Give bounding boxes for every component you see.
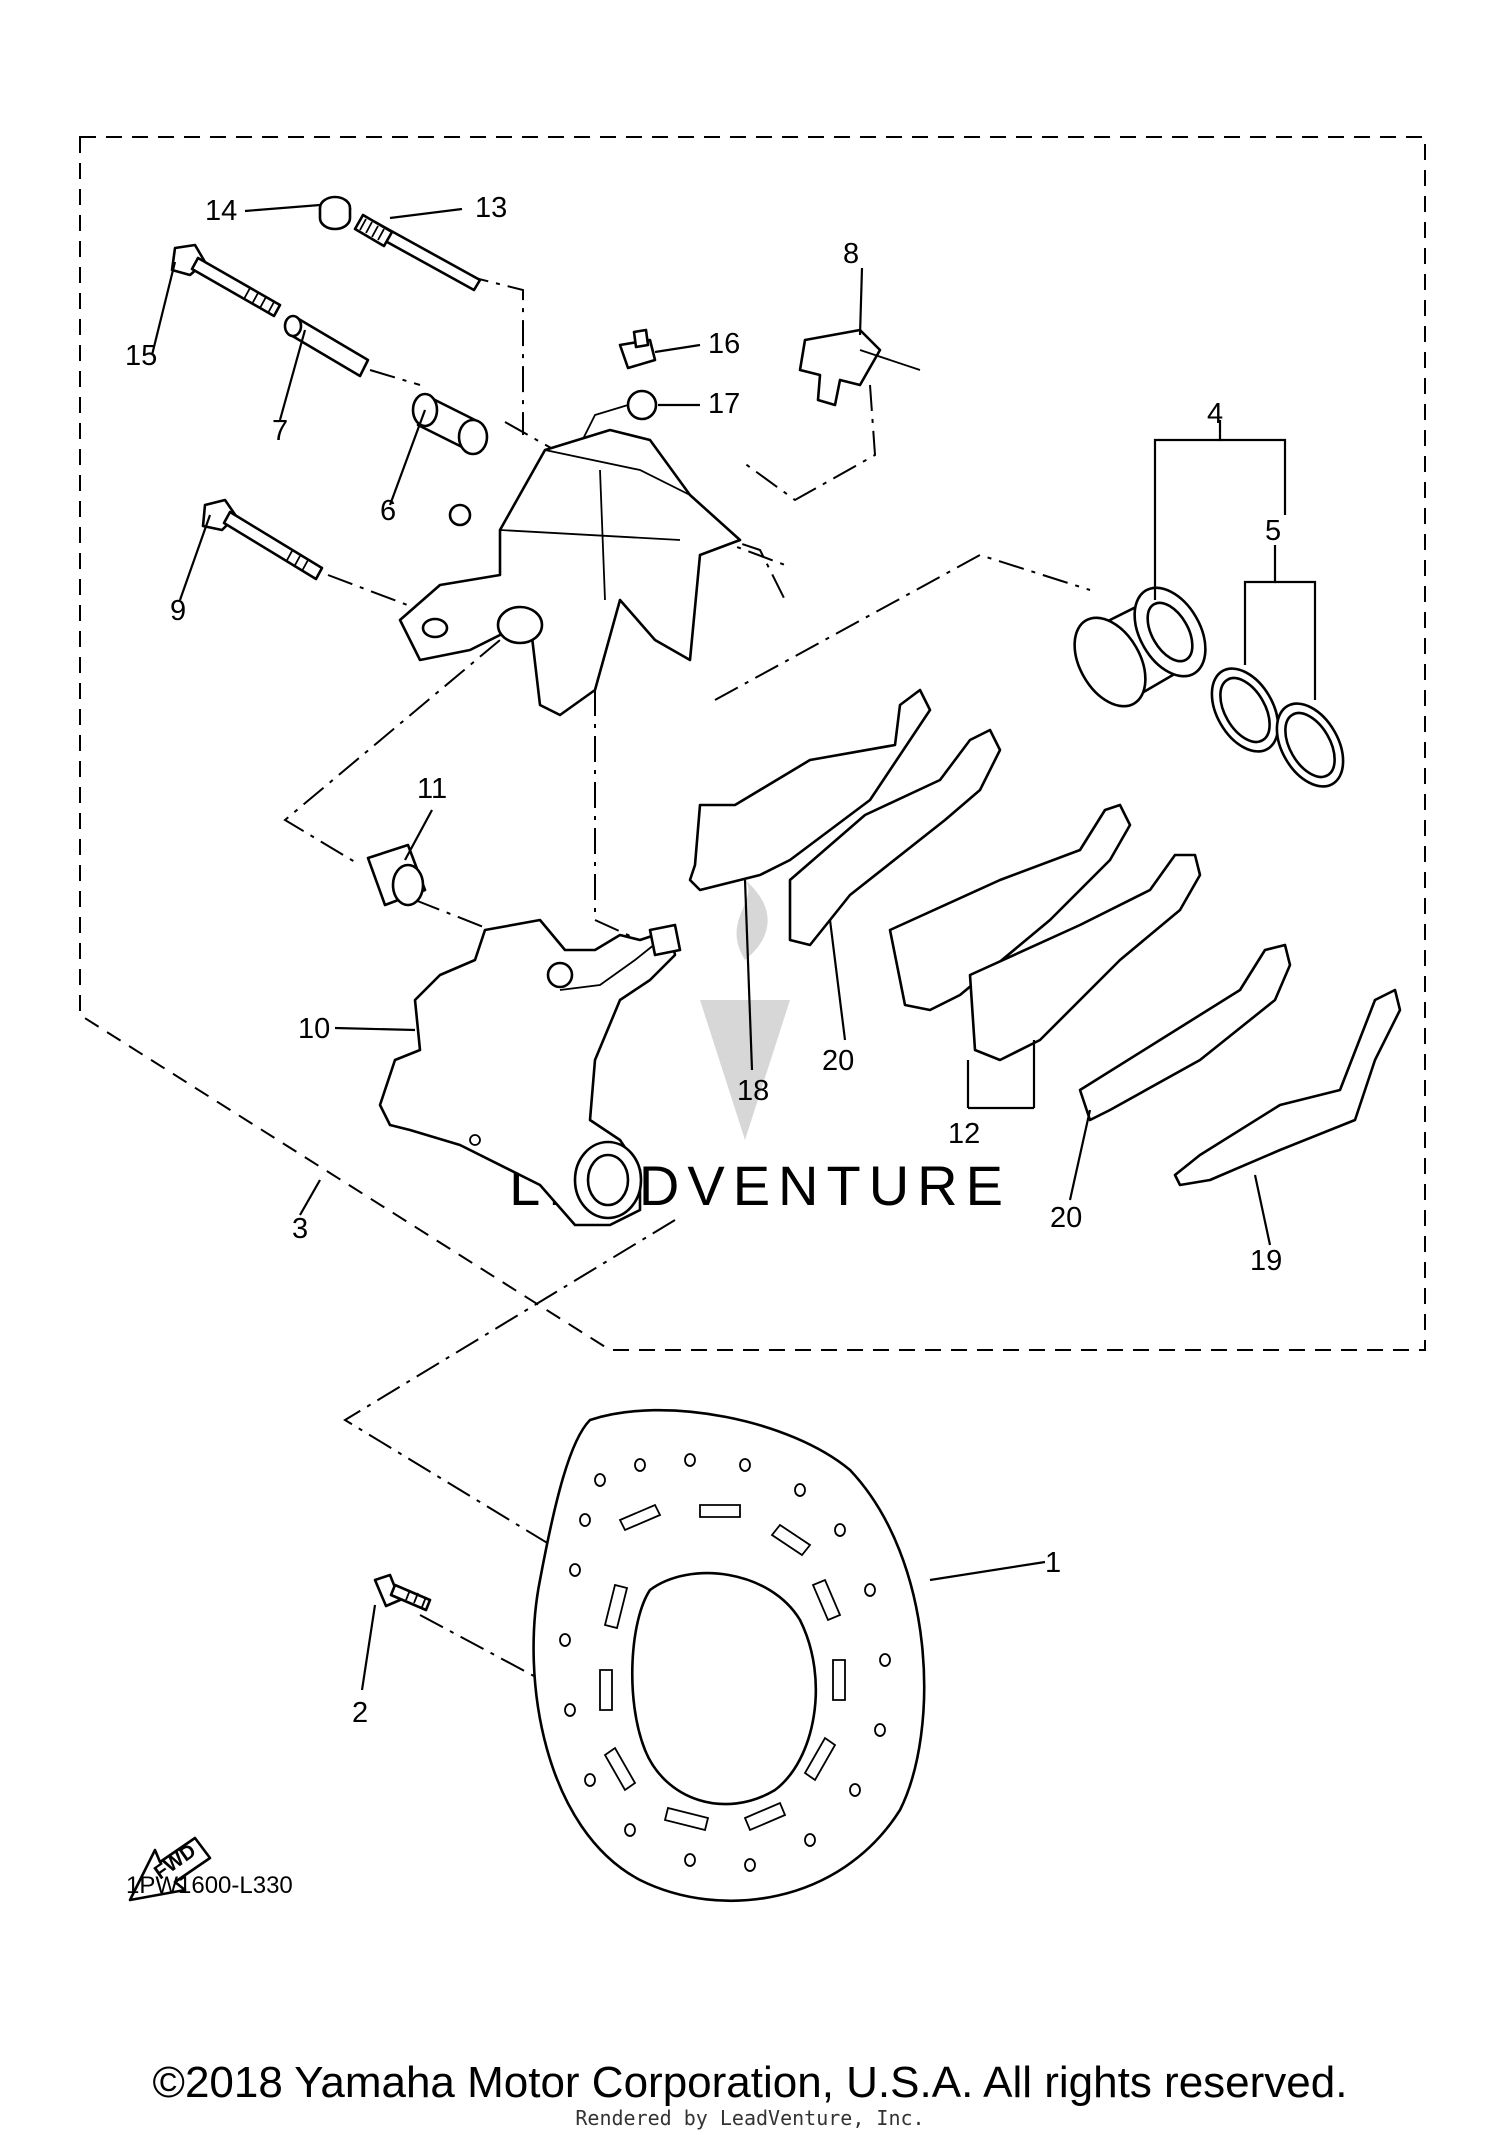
callout-15: 15 (125, 340, 157, 372)
callout-19: 19 (1250, 1245, 1282, 1277)
callout-8: 8 (843, 238, 859, 270)
callout-labels: 1 2 3 4 5 6 7 8 9 10 11 12 13 14 15 16 1… (125, 192, 1282, 1729)
caliper-assembly-boundary (79, 136, 1426, 1351)
callout-4: 4 (1207, 398, 1223, 430)
part-5-seals (1210, 667, 1345, 788)
callout-9: 9 (170, 595, 186, 627)
caliper-bracket (398, 428, 742, 717)
part-8-spring-plate (798, 328, 921, 407)
rendered-by-credit: Rendered by LeadVenture, Inc. (575, 2106, 925, 2130)
part-13-pin (353, 213, 482, 292)
callout-11: 11 (417, 773, 447, 805)
callout-7: 7 (272, 415, 288, 447)
part-16-bleed-screw (618, 328, 657, 370)
part-11-bushing (366, 843, 427, 907)
part-20-pad-lower (1078, 943, 1292, 1122)
callout-17: 17 (708, 388, 740, 420)
part-10-caliper (378, 918, 682, 1227)
part-6-bushing (411, 392, 489, 456)
part-20-pad-upper (788, 728, 1002, 947)
copyright-notice: ©2018 Yamaha Motor Corporation, U.S.A. A… (152, 2058, 1348, 2107)
part-1-brake-disc (532, 1408, 926, 1903)
callout-18: 18 (737, 1075, 769, 1107)
callout-10: 10 (298, 1013, 330, 1045)
disc-vent-holes (559, 1453, 891, 1872)
part-19-shim (1173, 988, 1402, 1187)
callout-12: 12 (948, 1118, 980, 1150)
callout-20-lower: 20 (1050, 1202, 1082, 1234)
part-14-cap (318, 195, 352, 231)
part-17-clip (579, 389, 658, 446)
part-12-pad-pair (888, 803, 1202, 1062)
callout-16: 16 (708, 328, 740, 360)
leader-lines (150, 203, 1317, 1691)
callout-13: 13 (475, 192, 507, 224)
part-2-disc-bolt (373, 1573, 432, 1612)
callout-5: 5 (1265, 515, 1281, 547)
part-7-sleeve (283, 314, 370, 378)
part-9-bolt (201, 498, 324, 581)
callout-3: 3 (292, 1213, 308, 1245)
callout-14: 14 (205, 195, 237, 227)
part-18-shim (688, 688, 932, 892)
callout-20-upper: 20 (822, 1045, 854, 1077)
callout-6: 6 (380, 495, 396, 527)
diagram-code: 1PW1600-L330 (126, 1872, 293, 1899)
part-15-bolt (170, 243, 282, 318)
part-4-piston (1073, 586, 1207, 708)
callout-2: 2 (352, 1697, 368, 1729)
callout-1: 1 (1045, 1547, 1061, 1579)
